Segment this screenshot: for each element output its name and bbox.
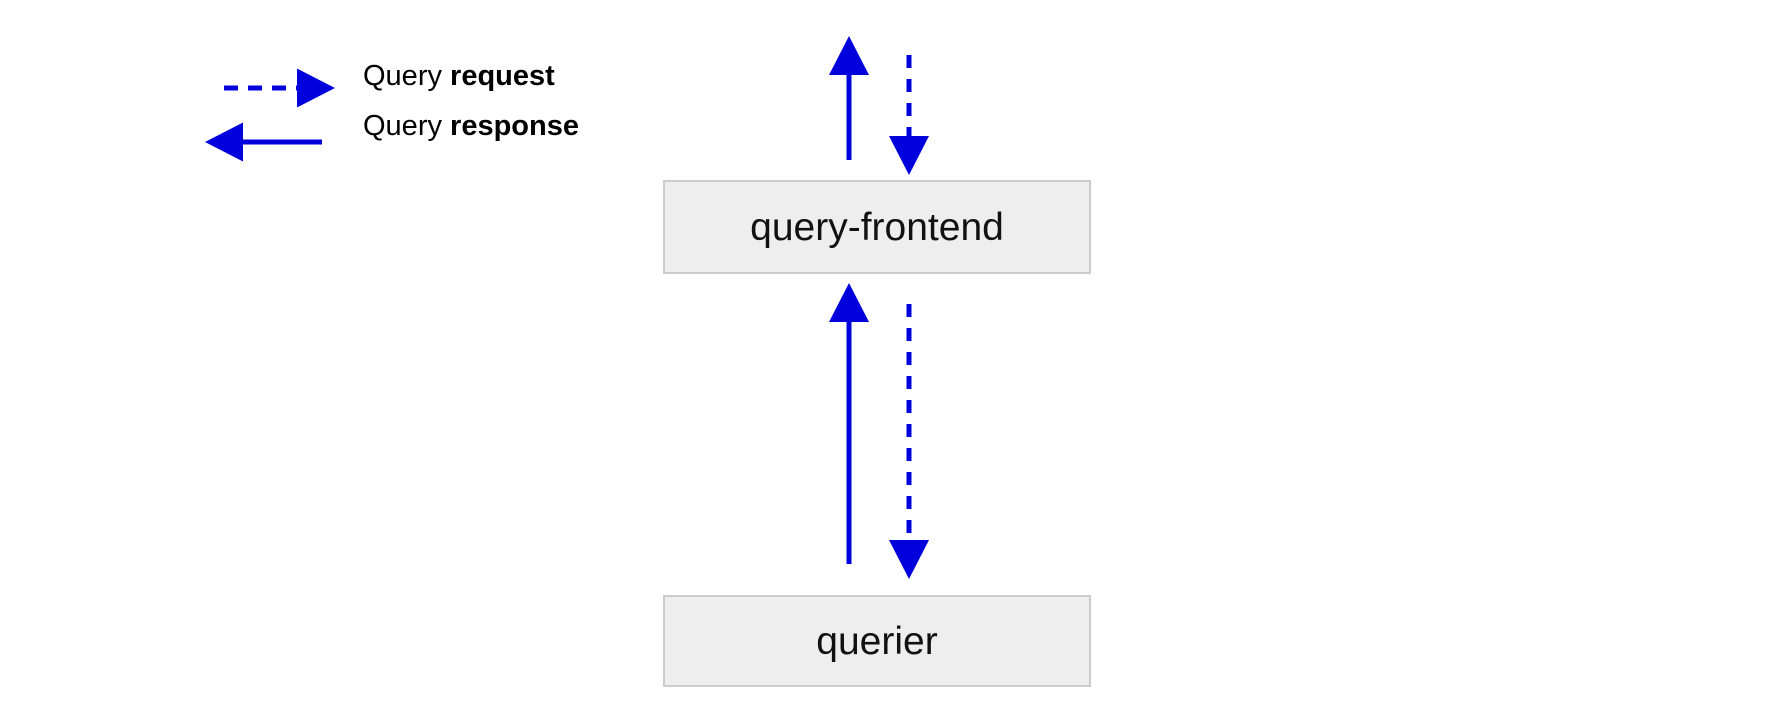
legend-response-emph: response	[450, 110, 579, 142]
node-querier-label: querier	[816, 619, 938, 663]
node-query-frontend-label: query-frontend	[750, 205, 1004, 249]
legend-request-lead: Query	[363, 60, 451, 92]
legend-item-request-label: Query request	[363, 62, 555, 91]
legend-request-emph: request	[450, 60, 555, 92]
node-querier[interactable]: querier	[663, 595, 1091, 687]
node-query-frontend[interactable]: query-frontend	[663, 180, 1091, 274]
legend-item-response-label: Query response	[363, 112, 579, 141]
legend-response-lead: Query	[363, 110, 451, 142]
